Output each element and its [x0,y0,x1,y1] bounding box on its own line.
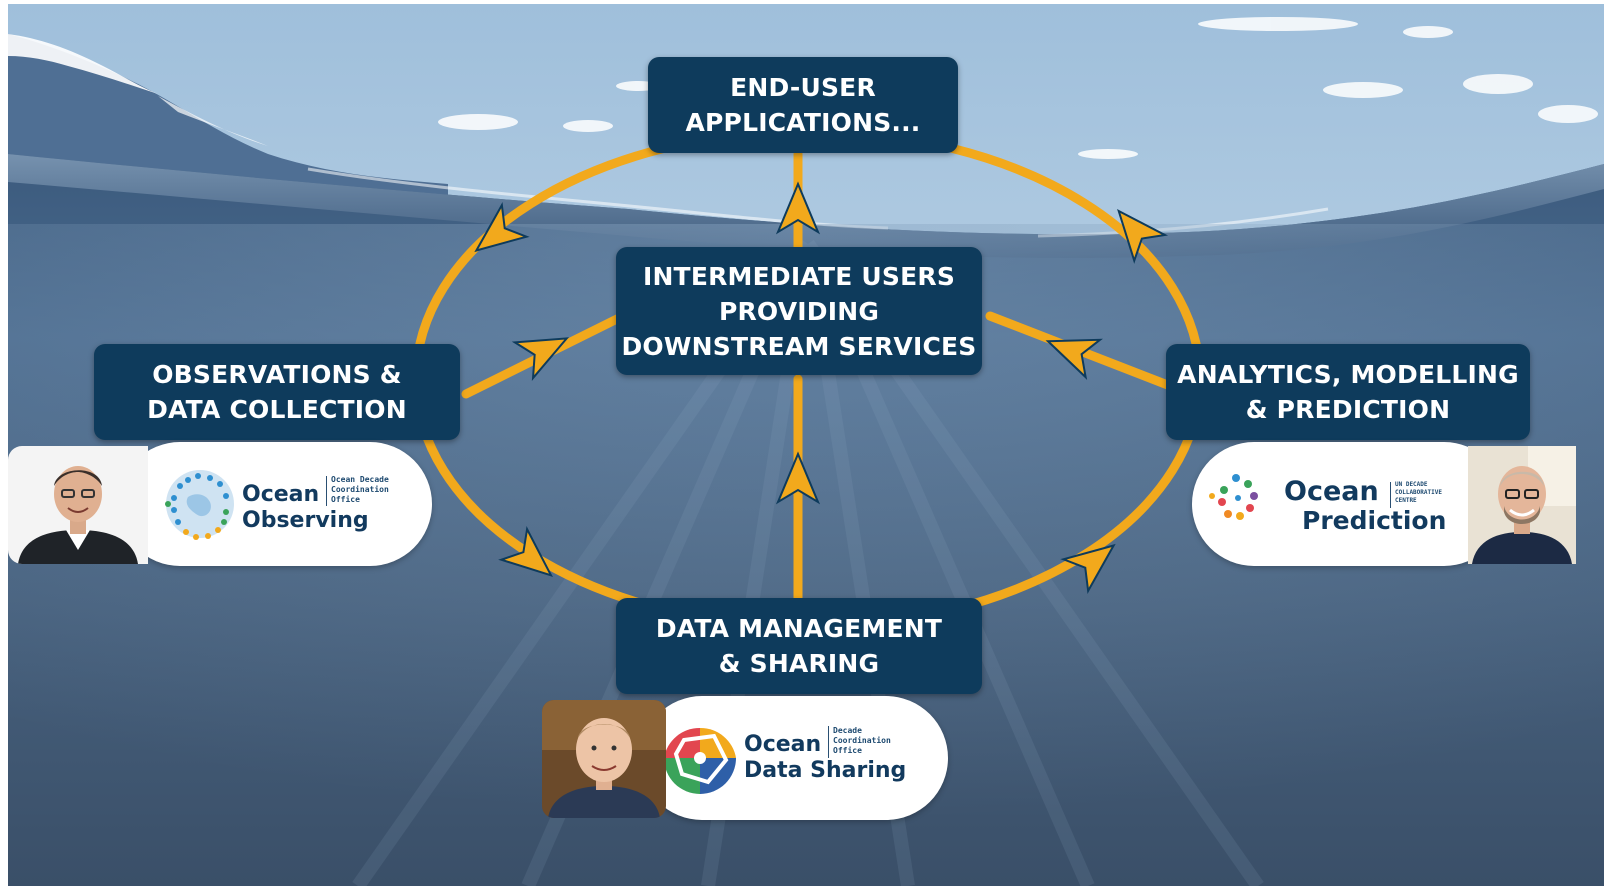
arrowhead-ellipse-bottom-right [1060,543,1116,594]
arrowhead-observations [511,337,570,381]
arrowheads [474,181,1169,594]
node-analytics-line1: ANALYTICS, MODELLING [1177,360,1519,389]
node-end-user-line2: APPLICATIONS... [685,108,921,137]
ocean-data-sharing-divider [828,726,829,758]
node-intermediate-line1: INTERMEDIATE USERS [642,261,956,291]
ocean-observing-divider [326,476,327,506]
node-analytics: ANALYTICS, MODELLING & PREDICTION [1166,344,1530,440]
node-data-management-line2: & SHARING [718,649,880,678]
ocean-observing-globe-icon [165,470,234,540]
arrowhead-analytics [1045,338,1103,380]
ocean-observing-word2: Observing [242,508,369,533]
ocean-data-sharing-logo: Ocean Data Sharing Decade Coordination O… [640,696,948,820]
cloud-group [438,17,1598,159]
node-observations-line2: DATA COLLECTION [147,395,407,424]
ocean-decade-diagram: END-USER APPLICATIONS... INTERMEDIATE US… [8,4,1604,886]
ocean-prediction-logo: Ocean Prediction UN DECADE COLLABORATIVE… [1192,442,1506,566]
ocean-data-sharing-word1: Ocean [744,732,822,757]
node-observations-line1: OBSERVATIONS & [152,360,402,389]
node-intermediate-line2: PROVIDING [718,296,880,326]
person-photo-left [8,446,148,564]
arrowhead-ellipse-top-left [474,202,530,253]
node-data-management: DATA MANAGEMENT & SHARING [616,598,982,694]
ocean-observing-word1: Ocean [242,482,320,507]
node-observations: OBSERVATIONS & DATA COLLECTION [94,344,460,440]
node-end-user-applications: END-USER APPLICATIONS... [648,57,958,153]
arrowhead-up-top [775,181,821,235]
node-analytics-line2: & PREDICTION [1245,395,1451,424]
node-intermediate-line3: DOWNSTREAM SERVICES [621,331,977,361]
ocean-prediction-dots-icon [1209,474,1258,520]
person-photo-right [1468,446,1576,564]
ocean-observing-subtitle: Ocean Decade Coordination Office [331,475,389,504]
node-data-management-line1: DATA MANAGEMENT [655,614,943,643]
ocean-data-sharing-network-icon [664,727,736,794]
person-photo-bottom [542,700,666,818]
ocean-prediction-word2: Prediction [1302,506,1447,535]
ocean-prediction-word1: Ocean [1284,476,1379,507]
node-intermediate-users: INTERMEDIATE USERS PROVIDING DOWNSTREAM … [616,247,982,375]
ocean-prediction-subtitle: UN DECADE COLLABORATIVE CENTRE [1395,481,1442,504]
ocean-observing-logo: Ocean Observing Ocean Decade Coordinatio… [118,442,432,566]
ocean-data-sharing-subtitle: Decade Coordination Office [833,726,891,755]
arrowhead-ellipse-top-right [1117,209,1169,264]
ocean-prediction-divider [1390,482,1391,508]
node-end-user-line1: END-USER [730,73,876,102]
arrowhead-ellipse-bottom-left [498,525,553,577]
arrowhead-up-center [775,451,821,505]
ocean-data-sharing-word2: Data Sharing [744,758,907,783]
